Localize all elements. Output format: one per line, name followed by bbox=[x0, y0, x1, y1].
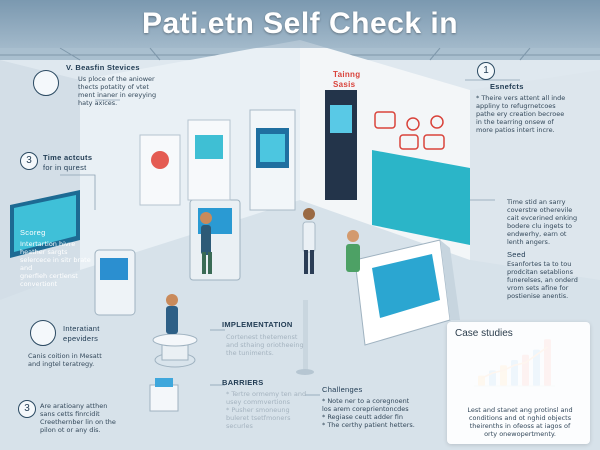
interaction-subheading: epeviders bbox=[63, 334, 99, 343]
text-line: Us ploce of the aniower bbox=[78, 75, 155, 83]
number-badge-3-top: 3 bbox=[20, 152, 38, 170]
text-line: vrom sets afine for bbox=[507, 284, 569, 292]
text-line: Lest and stanet ang protinsl and bbox=[467, 406, 573, 414]
text-line: and bbox=[20, 264, 33, 272]
seed-heading: Seed bbox=[507, 250, 526, 259]
text-line: and sthaing oriotheeing bbox=[226, 341, 304, 349]
text-line: Time stid an sarry bbox=[507, 198, 566, 206]
time-heading: Time actcuts bbox=[43, 153, 93, 162]
case-studies-heading: Case studies bbox=[455, 328, 513, 339]
text-line: convertiont bbox=[20, 280, 58, 288]
text-line: the tuniments. bbox=[226, 349, 274, 357]
scored-heading: Scoreg bbox=[20, 228, 46, 237]
text-line: and ingtel teratregy. bbox=[28, 360, 95, 368]
benefits-heading: Esnefcts bbox=[490, 82, 524, 91]
text-line: gnerfieh certlenst bbox=[20, 272, 78, 280]
text-line: securles bbox=[226, 422, 253, 430]
barriers-heading: BARRIERS bbox=[222, 378, 264, 387]
text-line: in the tearring onsew of bbox=[476, 118, 554, 126]
text-line: appliny to refugrnetcoes bbox=[476, 102, 556, 110]
text-line: theirenths in ofeoss at iagos of bbox=[469, 422, 571, 430]
text-line: usey commvertions bbox=[226, 398, 290, 406]
case-studies-panel: Case studies Lest and stanet ang protins… bbox=[447, 322, 590, 444]
text-line: Are aratioany atthen bbox=[40, 402, 108, 410]
text-line: postienise anentis. bbox=[507, 292, 569, 300]
text-line: bodere clu ingets to bbox=[507, 222, 572, 230]
number-badge-1: 1 bbox=[477, 62, 495, 80]
text-line: Canis coition in Mesatt bbox=[28, 352, 102, 360]
challenges-heading: Challenges bbox=[322, 385, 363, 394]
wall-sign-line1: Tainng bbox=[333, 70, 361, 79]
time-subheading: for in qurest bbox=[43, 163, 87, 172]
text-line: pathe ery creation becroee bbox=[476, 110, 565, 118]
barriers-text: * Tertre ormemy ten and usey commvertion… bbox=[226, 390, 316, 430]
number-badge-3-bottom: 3 bbox=[18, 400, 36, 418]
text-line: prodcitan setablions bbox=[507, 268, 573, 276]
text-line: sans cetts finrcidit bbox=[40, 410, 100, 418]
text-line: buleret tsetfmoners bbox=[226, 414, 291, 422]
text-line: endwerhy, earn ot bbox=[507, 230, 567, 238]
text-line: * Tertre ormemy ten and bbox=[226, 390, 307, 398]
interaction-icon bbox=[30, 320, 56, 346]
text-line: * The certhy patient hetters. bbox=[322, 421, 415, 429]
staff-services-icon bbox=[33, 70, 59, 96]
text-line: orty onewopertmenty. bbox=[484, 430, 556, 438]
text-line: Cortenest thetemenst bbox=[226, 333, 298, 341]
implementation-heading: IMPLEMENTATION bbox=[222, 320, 293, 329]
text-line: more patios intert incre. bbox=[476, 126, 555, 134]
text-line: * Theire vers attent all inde bbox=[476, 94, 566, 102]
text-line: cait evcerined enking bbox=[507, 214, 578, 222]
text-line: * Pusher smoneung bbox=[226, 406, 290, 414]
text-line: haty axices. bbox=[78, 99, 118, 107]
text-line: los arem coreprientoncdes bbox=[322, 405, 409, 413]
text-line: heather sargts bbox=[20, 248, 68, 256]
text-line: ment inaner in ereyying bbox=[78, 91, 157, 99]
text-line: selercece in sitr brate bbox=[20, 256, 91, 264]
text-line: conditions and ot nghid objects bbox=[468, 414, 572, 422]
interaction-heading: Interatiant bbox=[63, 324, 100, 333]
text-line: Esanfortes ta to tou bbox=[507, 260, 572, 268]
text-line: funerelses, an onderd bbox=[507, 276, 578, 284]
text-line: Creethernber lin on the bbox=[40, 418, 116, 426]
challenges-text: * Note ner to a coregnoent los arem core… bbox=[322, 397, 442, 429]
text-line: coverstre otherevile bbox=[507, 206, 573, 214]
text-line: thects potatity of vtet bbox=[78, 83, 149, 91]
text-line: * Regiase ceutt adder fin bbox=[322, 413, 403, 421]
text-line: * Note ner to a coregnoent bbox=[322, 397, 410, 405]
page-title: Pati.etn Self Check in bbox=[0, 0, 600, 48]
wall-sign-line2: Sasis bbox=[333, 80, 356, 89]
text-line: lenth angers. bbox=[507, 238, 551, 246]
text-line: Intertartion hivre bbox=[20, 240, 76, 248]
text-line: pilon ot or any dis. bbox=[40, 426, 101, 434]
staff-services-heading: V. Beasfin Stevices bbox=[66, 63, 140, 72]
